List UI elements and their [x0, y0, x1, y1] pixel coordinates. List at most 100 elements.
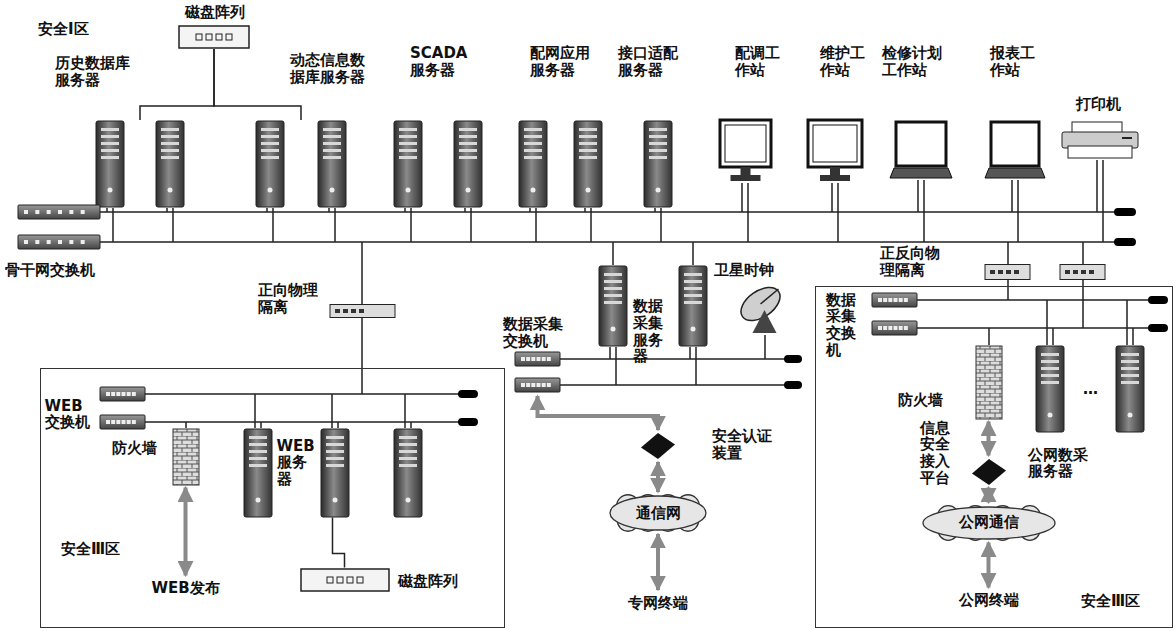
security-zone: 安全Ⅲ区WEB交换机防火墙WEB服务器磁盘阵列WEB发布 [40, 368, 505, 628]
device-icon [178, 25, 250, 49]
device-icon [300, 568, 390, 592]
device-label: 正反向物理隔离 [880, 245, 944, 279]
device-label: 公网终端 [959, 592, 1019, 609]
device-label: 骨干网交换机 [5, 262, 135, 279]
device-node: 数据采集服务器 [598, 265, 708, 347]
device-icon [95, 120, 185, 208]
device-label: 安全认证装置 [712, 428, 778, 462]
device-icon [393, 120, 483, 208]
device-label: WEB发布 [151, 580, 219, 597]
device-label: 专网终端 [628, 595, 688, 612]
double-arrow [184, 488, 188, 576]
zone-label: 安全Ⅰ区 [38, 20, 89, 39]
device-label: 正向物理隔离 [258, 282, 324, 316]
device-icon [806, 118, 864, 183]
device-node: 磁盘阵列 [300, 568, 390, 592]
device-node: 专网终端 [618, 592, 698, 614]
device-label: SCADA服务器 [410, 45, 480, 79]
device-label: 动态信息数据库服务器 [290, 52, 370, 86]
link-line [140, 49, 214, 120]
device-label: 信息安全接入平台 [920, 420, 954, 487]
device-icon [643, 120, 673, 208]
device-node: 配调工作站 [718, 118, 773, 183]
device-icon [975, 345, 1003, 420]
security-zone: 安全Ⅲ区数据采集交换机防火墙信息安全接入平台公网通信公网终端公网数采服务器 [815, 286, 1173, 628]
device-label: 通信网 [636, 505, 681, 522]
double-arrow [656, 534, 660, 590]
device-icon [330, 304, 395, 318]
device-node: 磁盘阵列 [178, 25, 250, 49]
device-node: 安全认证装置 [640, 432, 676, 460]
device-icon [890, 120, 952, 180]
device-label: 配调工作站 [735, 45, 783, 79]
device-icon [172, 428, 200, 486]
ellipsis-mark: … [1083, 380, 1098, 398]
device-label: 打印机 [1076, 96, 1136, 113]
double-arrow [538, 396, 659, 430]
double-arrow [987, 422, 991, 456]
device-icon [718, 118, 773, 183]
device-icon [640, 432, 676, 460]
device-label: 磁盘阵列 [185, 4, 265, 21]
device-label: 安全Ⅲ区 [61, 541, 141, 558]
device-label: 报表工作站 [990, 45, 1038, 79]
device-node: 防火墙 [172, 428, 200, 486]
double-arrow [987, 543, 991, 588]
device-icon [985, 264, 1105, 280]
device-node: WEB交换机 [100, 386, 145, 432]
device-node: 防火墙 [975, 345, 1003, 420]
device-label: 历史数据库服务器 [55, 55, 135, 89]
device-node: 维护工作站 [806, 118, 864, 183]
device-node: 公网通信 [921, 505, 1057, 541]
device-label: WEB交换机 [45, 398, 97, 432]
device-icon [518, 120, 603, 208]
device-node: WEB发布 [147, 578, 224, 600]
device-label: 防火墙 [898, 392, 948, 409]
device-node: 数据采集交换机 [872, 293, 917, 339]
device-node: 公网终端 [949, 590, 1029, 612]
device-node: 配网应用服务器 [518, 120, 603, 208]
device-icon [737, 285, 792, 335]
device-node: 检修计划工作站 [890, 120, 952, 180]
device-label: 接口适配服务器 [618, 45, 684, 79]
device-node: 报表工作站 [985, 120, 1045, 180]
device-node: 卫星时钟 [737, 285, 792, 335]
device-label: 数据采集交换机 [826, 292, 860, 359]
device-icon [100, 386, 145, 432]
device-label: 公网数采服务器 [1028, 447, 1094, 481]
device-node: SCADA服务器 [393, 120, 483, 208]
device-label: 检修计划工作站 [882, 45, 948, 79]
device-node: WEB服务器 [243, 428, 423, 518]
device-label: 卫星时钟 [714, 262, 784, 279]
device-label: 维护工作站 [820, 45, 868, 79]
device-node: 历史数据库服务器 [95, 120, 185, 208]
device-node: 正向物理隔离 [330, 304, 395, 318]
device-icon [971, 458, 1007, 486]
device-icon [985, 120, 1045, 180]
device-node: 数据采集交换机 [515, 350, 560, 394]
device-icon [255, 120, 347, 208]
link-line [333, 518, 345, 568]
device-label: 配网应用服务器 [530, 45, 596, 79]
device-label: 防火墙 [112, 440, 162, 457]
device-label: 安全Ⅲ区 [1081, 593, 1161, 610]
device-label: WEB服务器 [277, 438, 319, 488]
device-label: 磁盘阵列 [398, 573, 478, 590]
device-label: 公网通信 [959, 514, 1019, 531]
device-node: 骨干网交换机 [18, 200, 100, 250]
device-node: 动态信息数据库服务器 [255, 120, 347, 208]
device-node: 接口适配服务器 [643, 120, 673, 208]
device-icon [872, 293, 917, 339]
device-label: 数据采集服务器 [633, 298, 667, 365]
device-node: 通信网 [608, 494, 708, 532]
double-arrow [987, 488, 991, 503]
link-line [214, 49, 301, 120]
device-icon [18, 200, 100, 250]
device-node: 正反向物理隔离 [985, 264, 1105, 280]
device-node: 信息安全接入平台 [971, 458, 1007, 486]
device-icon [243, 428, 423, 518]
device-icon [1060, 120, 1140, 160]
device-node: 打印机 [1060, 120, 1140, 160]
double-arrow [656, 462, 660, 492]
